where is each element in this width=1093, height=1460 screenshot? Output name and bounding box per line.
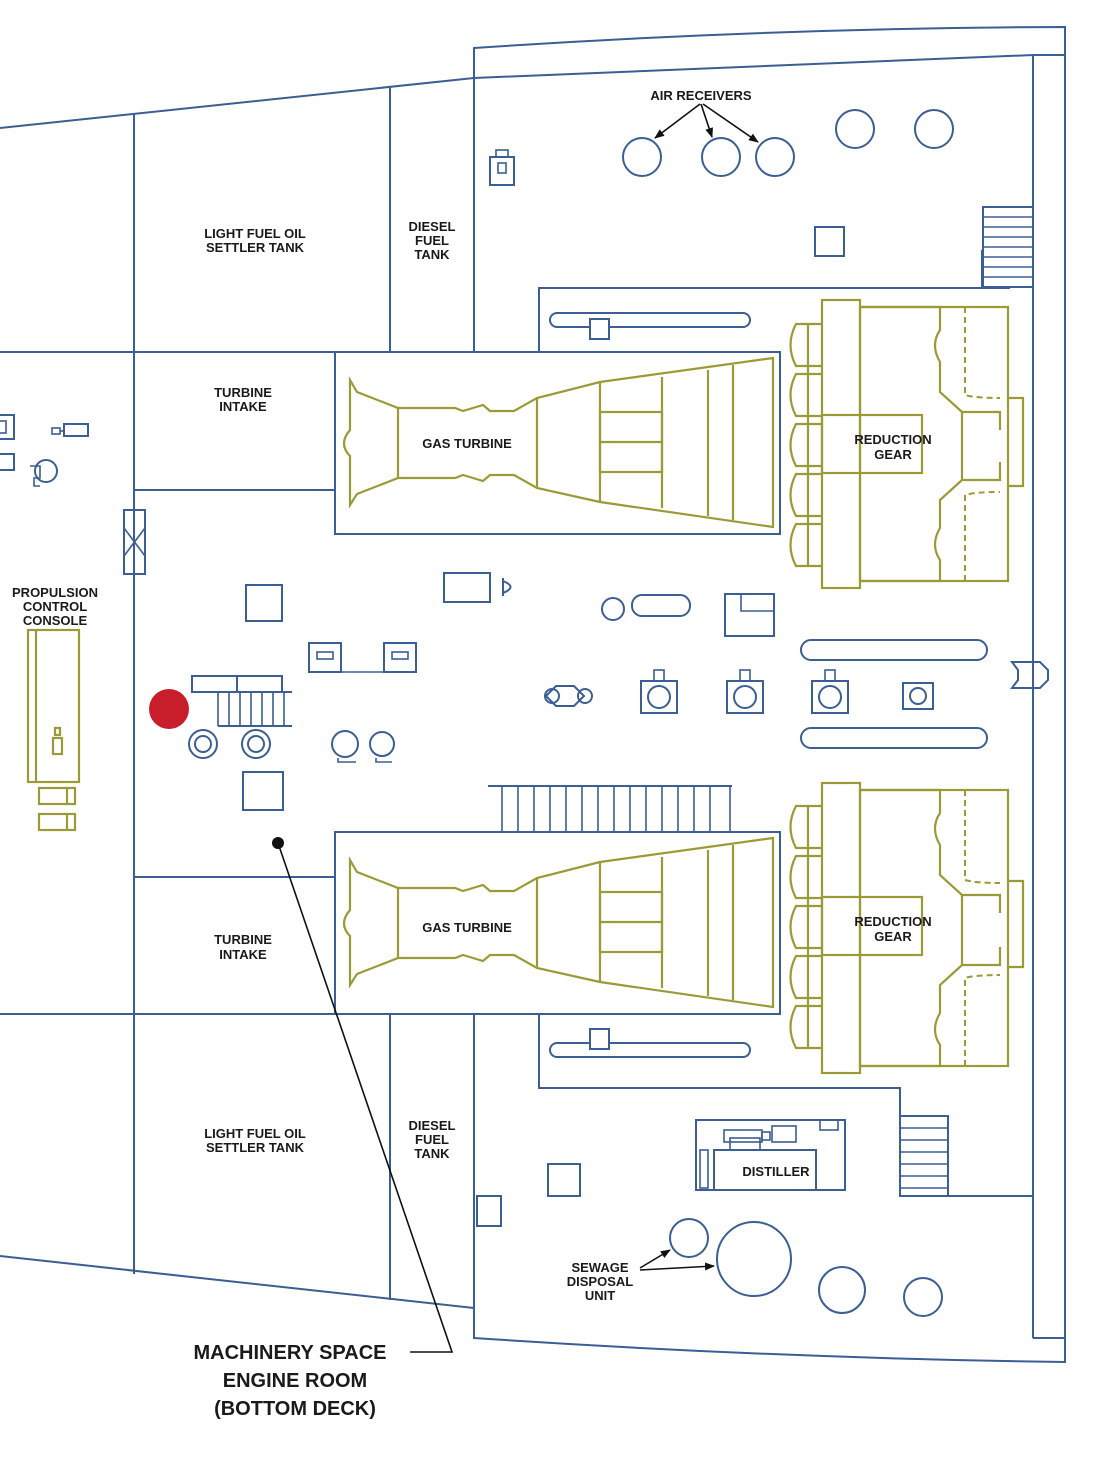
gas-turbine-top-label: GAS TURBINE bbox=[422, 436, 512, 451]
sewage-label-1: SEWAGE bbox=[571, 1260, 628, 1275]
reduction-gear-bottom-label-1: REDUCTION bbox=[854, 914, 931, 929]
turbine-intake-top-label-1: TURBINE bbox=[214, 385, 272, 400]
reduction-gear-top bbox=[789, 298, 1025, 590]
sewage-label-2: DISPOSAL bbox=[567, 1274, 634, 1289]
air-receivers-label: AIR RECEIVERS bbox=[650, 88, 751, 103]
caption-line-2: ENGINE ROOM bbox=[223, 1370, 367, 1392]
diesel-fuel-bottom-label-2: FUEL bbox=[415, 1132, 449, 1147]
gas-turbine-bottom bbox=[342, 836, 775, 1009]
gas-turbine-top bbox=[342, 356, 775, 529]
propulsion-console-label-2: CONTROL bbox=[23, 599, 87, 614]
lfo-settler-top-label-1: LIGHT FUEL OIL bbox=[204, 226, 306, 241]
caption-line-1: MACHINERY SPACE bbox=[194, 1342, 387, 1364]
propulsion-control-console bbox=[26, 628, 81, 832]
caption-leader bbox=[272, 837, 454, 1353]
reduction-gear-top-label-1: REDUCTION bbox=[854, 432, 931, 447]
caption-line-3: (BOTTOM DECK) bbox=[214, 1398, 376, 1420]
gas-turbine-bottom-label: GAS TURBINE bbox=[422, 920, 512, 935]
hull-structure bbox=[0, 25, 1066, 1364]
reduction-gear-bottom bbox=[789, 781, 1025, 1075]
distiller bbox=[695, 1119, 846, 1191]
ladder-bottom-right bbox=[899, 1115, 949, 1197]
lfo-settler-bottom-label-1: LIGHT FUEL OIL bbox=[204, 1126, 306, 1141]
turbine-intake-bottom-label-1: TURBINE bbox=[214, 932, 272, 947]
diesel-fuel-top-label-1: DIESEL bbox=[409, 219, 456, 234]
ladder-center bbox=[488, 785, 732, 833]
misc-blue-equipment bbox=[0, 149, 1049, 1317]
sewage-arrows bbox=[639, 1249, 715, 1271]
lfo-settler-bottom-label-2: SETTLER TANK bbox=[206, 1140, 305, 1155]
air-receivers bbox=[622, 109, 954, 177]
reduction-gear-top-label-2: GEAR bbox=[874, 447, 912, 462]
lfo-settler-top-label-2: SETTLER TANK bbox=[206, 240, 305, 255]
sewage-label-3: UNIT bbox=[585, 1288, 615, 1303]
diesel-fuel-bottom-label-3: TANK bbox=[414, 1146, 450, 1161]
air-receivers-arrows bbox=[654, 103, 759, 143]
diesel-fuel-bottom-label-1: DIESEL bbox=[409, 1118, 456, 1133]
ladder-left bbox=[191, 675, 292, 727]
diesel-fuel-top-label-3: TANK bbox=[414, 247, 450, 262]
propulsion-console-label-3: CONSOLE bbox=[23, 613, 88, 628]
propulsion-console-label-1: PROPULSION bbox=[12, 585, 98, 600]
reduction-gear-bottom-label-2: GEAR bbox=[874, 929, 912, 944]
distiller-label: DISTILLER bbox=[742, 1164, 810, 1179]
location-marker bbox=[149, 689, 189, 729]
turbine-intake-bottom-label-2: INTAKE bbox=[219, 947, 267, 962]
diesel-fuel-top-label-2: FUEL bbox=[415, 233, 449, 248]
turbine-intake-top-label-2: INTAKE bbox=[219, 399, 267, 414]
ladder-top-right bbox=[982, 206, 1034, 288]
